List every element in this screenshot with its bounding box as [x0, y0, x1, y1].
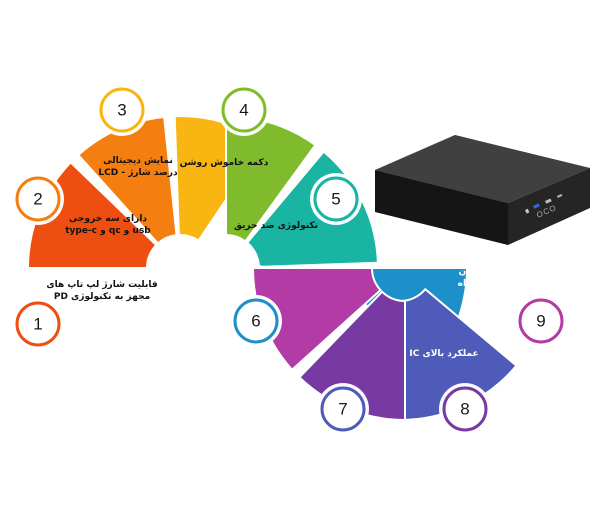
badge-number: 2: [33, 190, 42, 209]
feature-badge-3: 3: [96, 84, 148, 136]
badge-number: 7: [338, 400, 347, 419]
badge-ring: [313, 176, 359, 222]
power-bank-image: OCO: [375, 135, 590, 245]
feature-label-line: تکنولوژی ضد حریق: [234, 221, 318, 231]
badge-number: 4: [239, 101, 248, 120]
feature-segment-8: [297, 290, 406, 422]
badge-number: 5: [331, 190, 340, 209]
usb-port-icon: [525, 208, 530, 214]
badge-number: 6: [251, 312, 260, 331]
feature-label-line: قابلیت شارژ لپ تاپ های: [46, 280, 157, 290]
feature-badge-7: 7: [317, 383, 369, 435]
badge-number: 8: [460, 400, 469, 419]
feature-segment-9: [251, 267, 382, 372]
feature-badge-8: 8: [439, 383, 491, 435]
feature-label-3: نمایش دیجیتالی درصد شارژ - LCD: [98, 156, 178, 178]
feature-badge-2: 2: [12, 173, 64, 225]
badge-number: 9: [536, 312, 545, 331]
feature-segments: قابلیت شارژ لپ تاپ های مجهز به تکنولوژی P…: [26, 114, 553, 422]
feature-label-line: usb و qc و type-c: [65, 226, 151, 236]
feature-label-5: تکنولوژی ضد حریق: [234, 221, 318, 231]
badge-number: 1: [33, 315, 42, 334]
feature-label-line: نمایش دیجیتالی: [103, 156, 173, 166]
feature-badges: 1 2 3 4 5 6 7 8 9: [12, 84, 567, 435]
feature-label-line: دارای سه خروجی: [69, 214, 147, 224]
feature-label-line: عملکرد بالای IC: [409, 349, 478, 359]
feature-badge-4: 4: [218, 84, 270, 136]
feature-badge-5: 5: [310, 173, 362, 225]
feature-badge-9: 9: [515, 295, 567, 347]
feature-label-line: لپ تاپ و تلفن همراه: [458, 279, 553, 289]
feature-label-9: قابلیت شارژ همزمان لپ تاپ و تلفن همراه: [458, 267, 553, 289]
feature-badge-6: 6: [230, 295, 282, 347]
feature-label-4: دکمه خاموش روشن: [180, 158, 269, 168]
feature-segment-7: [399, 287, 518, 422]
badge-ring: [15, 301, 61, 347]
feature-label-line: مجهز به تکنولوژی PD: [54, 292, 150, 302]
badge-ring: [99, 87, 145, 133]
feature-badge-1: 1: [12, 298, 64, 350]
badge-ring: [320, 386, 366, 432]
feature-label-line: قابلیت شارژ همزمان: [459, 267, 552, 277]
feature-label-line: دکمه خاموش روشن: [180, 158, 269, 168]
feature-segment-2: [76, 115, 178, 245]
usb-a-port-icon: [533, 203, 540, 209]
type-c-port-icon: [557, 193, 563, 198]
badge-ring: [15, 176, 61, 222]
feature-label-line: درصد شارژ - LCD: [98, 168, 178, 178]
badge-ring: [518, 298, 564, 344]
badge-number: 3: [117, 101, 126, 120]
badge-ring: [442, 386, 488, 432]
feature-label-2: دارای سه خروجی usb و qc و type-c: [65, 214, 151, 236]
feature-label-1: قابلیت شارژ لپ تاپ های مجهز به تکنولوژی P…: [46, 280, 157, 302]
feature-label-8: عملکرد بالای IC: [409, 349, 478, 359]
badge-ring: [233, 298, 279, 344]
usb-a-port-icon: [544, 198, 552, 204]
badge-ring: [221, 87, 267, 133]
